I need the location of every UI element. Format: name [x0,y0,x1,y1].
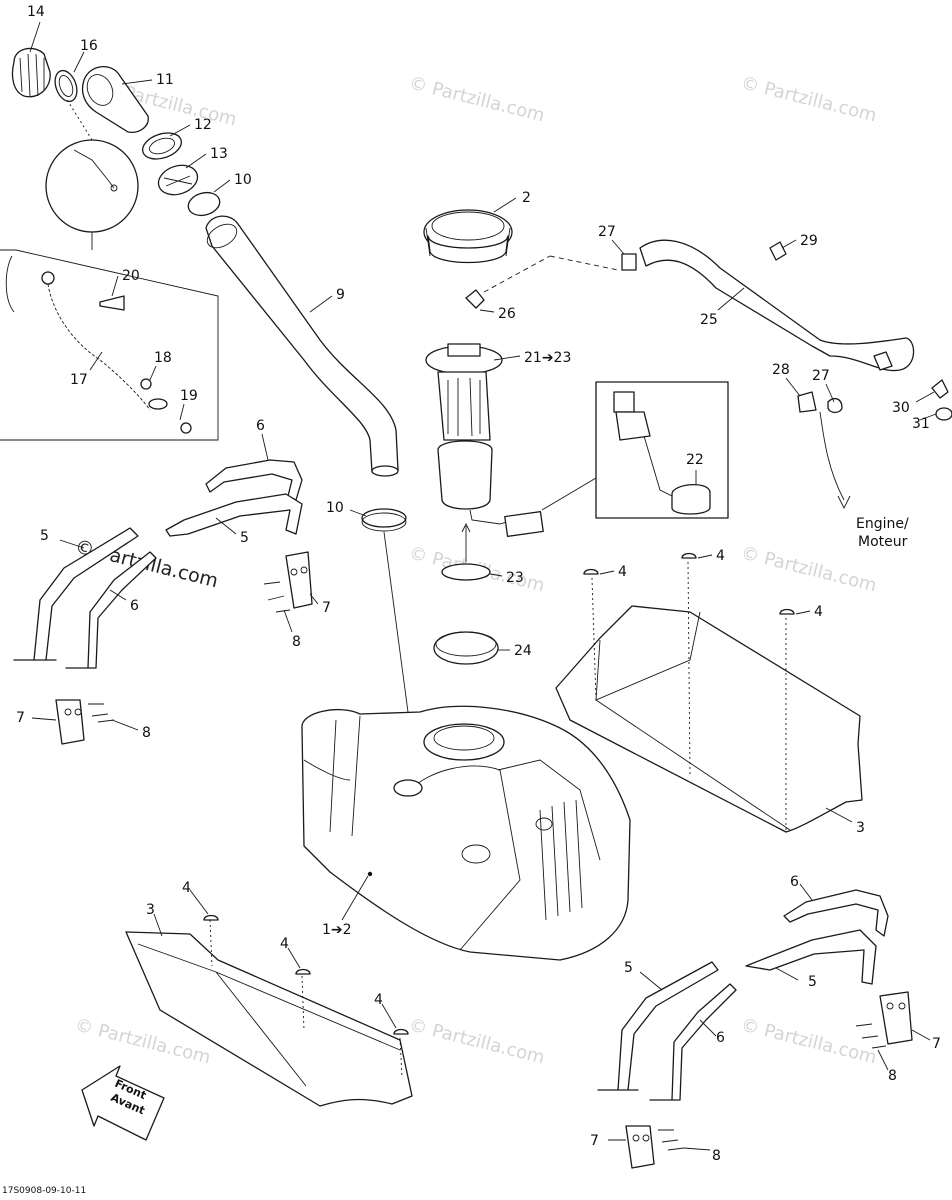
callout-5-bottom: 5 [624,960,633,976]
callout-4-d: 4 [182,880,191,896]
callout-7-left: 7 [16,710,25,726]
callout-4-b: 4 [716,548,725,564]
filler-cap-assembly [11,47,221,217]
callout-4-c: 4 [814,604,823,620]
callout-7-right: 7 [932,1036,941,1052]
lock-ring [423,209,513,264]
callout-5-right: 5 [808,974,817,990]
callout-6-left: 6 [130,598,139,614]
callout-7-top: 7 [322,600,331,616]
callout-3-right: 3 [856,820,865,836]
callout-10-bottom: 10 [326,500,344,516]
callout-12: 12 [194,117,212,133]
tank-straps-left [13,459,313,745]
callout-3-left: 3 [146,902,155,918]
callout-labels: 14 16 11 12 13 10 9 20 17 18 19 2 27 29 … [16,4,941,1164]
callout-4-f: 4 [374,992,383,1008]
callout-5-left: 5 [40,528,49,544]
callout-2: 2 [522,190,531,206]
callout-8-left: 8 [142,725,151,741]
tank-straps-right [597,889,913,1169]
callout-27-right: 27 [812,368,830,384]
callout-13: 13 [210,146,228,162]
engine-label: Engine/ Moteur [856,516,909,550]
callout-31: 31 [912,416,930,432]
callout-10-top: 10 [234,172,252,188]
drawing-code: 17S0908-09-10-11 [2,1186,87,1196]
callout-5-mid: 5 [240,530,249,546]
callout-27-top: 27 [598,224,616,240]
callout-26: 26 [498,306,516,322]
callout-8-bottom: 8 [712,1148,721,1164]
watermark: © Partzilla.com [739,1014,879,1068]
callout-30: 30 [892,400,910,416]
callout-17: 17 [70,372,88,388]
skid-plate-right [555,552,863,833]
callout-22: 22 [686,452,704,468]
callout-28: 28 [772,362,790,378]
watermark: © Partzilla.com [739,542,879,596]
tether-detail-inset [0,97,219,441]
fuel-pump-module [425,255,729,665]
callout-29: 29 [800,233,818,249]
front-direction-arrow: Front Avant [81,1065,165,1141]
callout-7-bottom: 7 [590,1133,599,1149]
callout-19: 19 [180,388,198,404]
callout-6-bottom: 6 [716,1030,725,1046]
callout-20: 20 [122,268,140,284]
callout-11: 11 [156,72,174,88]
engine-label-line2: Moteur [858,534,908,550]
filler-hose [205,215,409,713]
callout-23: 23 [506,570,524,586]
callout-9: 9 [336,287,345,303]
watermark: © Partzilla.com [739,72,879,126]
fuel-tank [301,705,631,961]
leader-lines [29,21,937,1151]
callout-25: 25 [700,312,718,328]
callout-14: 14 [27,4,45,20]
callout-21-23: 21➔23 [524,350,571,366]
watermark: © Partzilla.com [407,1014,547,1068]
callout-8-top: 8 [292,634,301,650]
fuel-line [621,239,952,510]
callout-4-a: 4 [618,564,627,580]
callout-8-right: 8 [888,1068,897,1084]
callout-6-right: 6 [790,874,799,890]
skid-plate-left [125,914,413,1107]
watermark: © Partzilla.com [407,72,547,126]
callout-18: 18 [154,350,172,366]
callout-4-e: 4 [280,936,289,952]
callout-16: 16 [80,38,98,54]
callout-1-2: 1➔2 [322,922,352,938]
callout-24: 24 [514,643,532,659]
callout-6-top: 6 [256,418,265,434]
engine-label-line1: Engine/ [856,516,909,532]
